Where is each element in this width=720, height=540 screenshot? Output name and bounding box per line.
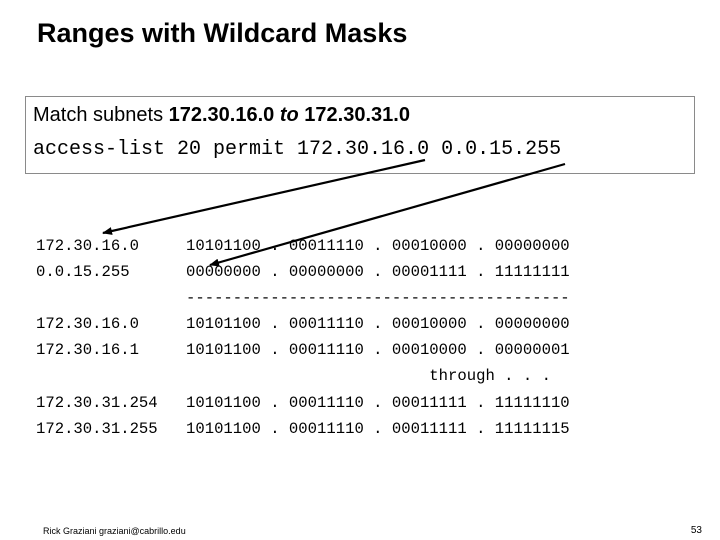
access-list-command: access-list 20 permit 172.30.16.0 0.0.15… xyxy=(33,138,562,161)
page-number: 53 xyxy=(690,525,702,536)
command-box: Match subnets 172.30.16.0 to 172.30.31.0… xyxy=(25,96,695,174)
footer-author: Rick Graziani graziani@cabrillo.edu xyxy=(43,526,186,536)
range-start: 172.30.16.0 xyxy=(168,104,275,126)
match-prefix: Match subnets xyxy=(33,104,169,126)
row-divider: ----------------------------------------… xyxy=(186,289,570,307)
range-end: 172.30.31.0 xyxy=(304,104,410,126)
range-to: to xyxy=(274,104,305,126)
row-through: through . . . xyxy=(186,367,551,385)
slide-title: Ranges with Wildcard Masks xyxy=(37,18,408,48)
match-subnets-line: Match subnets 172.30.16.0 to 172.30.31.0 xyxy=(33,104,410,127)
